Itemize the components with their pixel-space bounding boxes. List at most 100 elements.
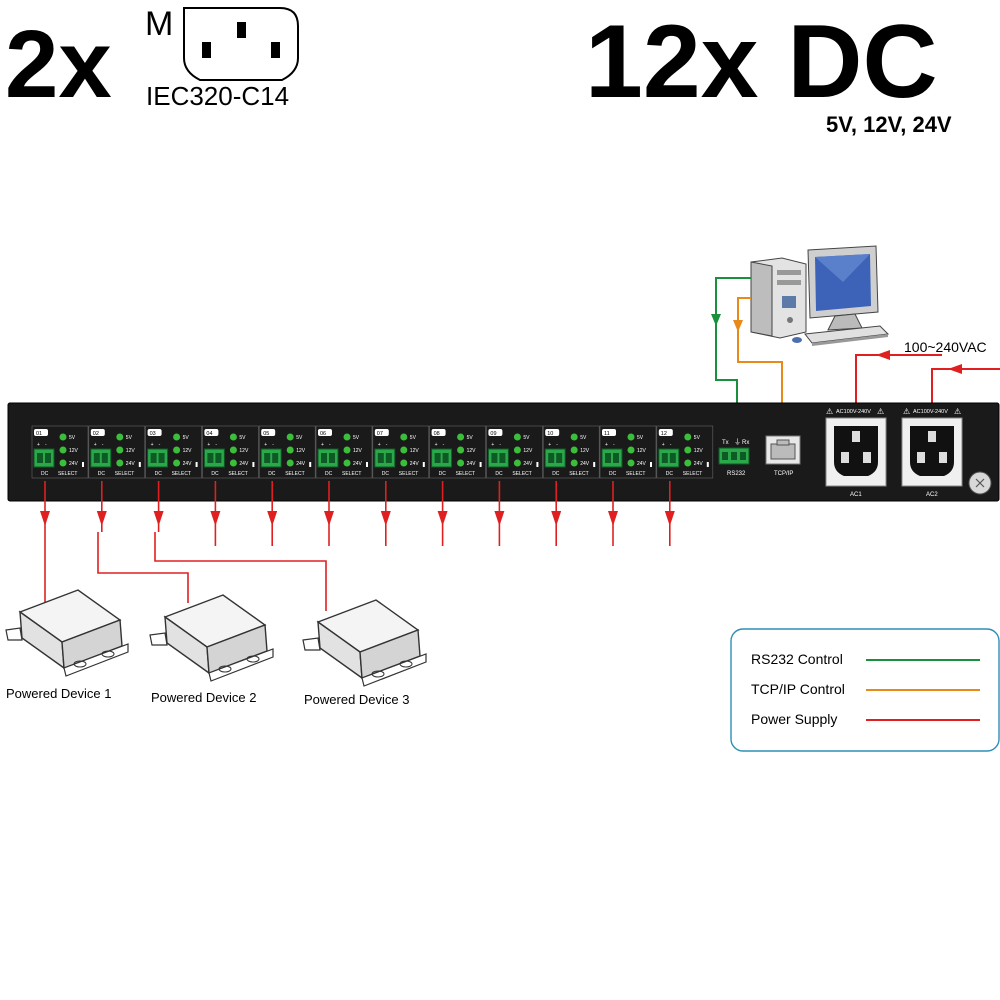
- plus-label: +: [662, 442, 665, 448]
- plus-label: +: [378, 442, 381, 448]
- legend: RS232 Control TCP/IP Control Power Suppl…: [730, 628, 1000, 752]
- tcpip-port[interactable]: TCP/IP: [765, 435, 801, 477]
- ac-socket-1[interactable]: ⚠ AC100V-240V ⚠ AC1: [825, 407, 887, 498]
- down-arrow-icon: [608, 511, 618, 526]
- powered-device-2: Powered Device 2: [149, 594, 274, 705]
- voltage-label: 5V: [410, 435, 417, 441]
- select-button-icon[interactable]: [195, 462, 198, 467]
- port-number-badge: [431, 429, 446, 436]
- plus-label: +: [264, 442, 267, 448]
- select-button-icon[interactable]: [422, 462, 425, 467]
- device-2-label: Powered Device 2: [151, 690, 257, 705]
- voltage-label: 24V: [353, 461, 363, 467]
- voltage-label: 24V: [637, 461, 647, 467]
- select-button-icon[interactable]: [650, 462, 652, 467]
- voltage-label: 24V: [126, 461, 136, 467]
- dc-label: DC: [155, 471, 163, 477]
- down-arrow-icon: [267, 511, 278, 526]
- port-number-badge: [488, 429, 503, 436]
- down-arrow-icon: [153, 511, 164, 526]
- voltage-led-icon: [684, 433, 692, 441]
- iec-c14-icon: [183, 7, 299, 81]
- select-label: SELECT: [58, 471, 77, 477]
- select-label: SELECT: [569, 471, 588, 477]
- tcpip-label: TCP/IP: [774, 471, 793, 477]
- dc-label: DC: [41, 471, 49, 477]
- plus-label: +: [207, 442, 210, 448]
- port-number: 04: [206, 431, 212, 437]
- port-number-badge: [374, 429, 389, 436]
- port-number: 01: [36, 431, 42, 437]
- voltage-label: 24V: [580, 461, 590, 467]
- port-number-badge: [204, 429, 219, 436]
- voltage-led-icon: [116, 446, 124, 454]
- voltage-label: 5V: [183, 435, 190, 441]
- select-button-icon[interactable]: [138, 462, 141, 467]
- plus-label: +: [548, 442, 551, 448]
- dc-label: DC: [211, 471, 219, 477]
- ac-socket-2[interactable]: ⚠ AC100V-240V ⚠ AC2: [901, 407, 963, 498]
- ac2-warning-icon-2: ⚠: [954, 407, 961, 416]
- voltage-led-icon: [59, 433, 67, 441]
- header: 2x M IEC320-C14 12x DC 5V, 12V, 24V: [5, 4, 952, 137]
- select-button-icon[interactable]: [706, 462, 709, 467]
- rs232-port[interactable]: Tx ⏚ Rx RS232: [718, 438, 750, 477]
- voltage-led-icon: [570, 446, 578, 454]
- select-button-icon[interactable]: [366, 462, 368, 467]
- minus-label: -: [613, 442, 615, 448]
- minus-label: -: [499, 442, 501, 448]
- select-button-icon[interactable]: [82, 462, 84, 467]
- voltage-led-icon: [513, 459, 521, 467]
- voltage-led-icon: [343, 446, 351, 454]
- select-label: SELECT: [683, 471, 702, 477]
- dc-count: 12x DC: [585, 4, 938, 120]
- voltage-led-icon: [400, 459, 408, 467]
- voltage-label: 12V: [239, 448, 249, 454]
- select-label: SELECT: [342, 471, 361, 477]
- select-label: SELECT: [228, 471, 247, 477]
- port-number: 08: [434, 431, 440, 437]
- port-number-badge: [90, 429, 105, 436]
- plus-label: +: [321, 442, 324, 448]
- select-button-icon[interactable]: [479, 462, 482, 467]
- plus-label: +: [94, 442, 97, 448]
- voltage-label: 5V: [694, 435, 701, 441]
- plus-label: +: [435, 442, 438, 448]
- voltage-label: 5V: [523, 435, 530, 441]
- voltage-label: 5V: [637, 435, 644, 441]
- minus-label: -: [102, 442, 104, 448]
- select-label: SELECT: [172, 471, 191, 477]
- down-arrow-icon: [551, 511, 562, 526]
- select-button-icon[interactable]: [536, 462, 539, 467]
- select-button-icon[interactable]: [309, 462, 312, 467]
- voltage-led-icon: [229, 459, 237, 467]
- voltage-led-icon: [173, 459, 181, 467]
- select-button-icon[interactable]: [593, 462, 596, 467]
- port-number: 03: [150, 431, 156, 437]
- voltage-label: 24V: [467, 461, 477, 467]
- down-arrow-icon: [380, 511, 391, 526]
- select-button-icon[interactable]: [252, 462, 255, 467]
- rs232-rx-label: Rx: [742, 440, 749, 446]
- voltage-led-icon: [59, 459, 67, 467]
- minus-label: -: [556, 442, 558, 448]
- select-label: SELECT: [399, 471, 418, 477]
- voltage-led-icon: [627, 459, 635, 467]
- voltage-label: 5V: [69, 435, 76, 441]
- voltage-led-icon: [343, 459, 351, 467]
- voltage-led-icon: [59, 446, 67, 454]
- dc-output-lines: [40, 481, 675, 546]
